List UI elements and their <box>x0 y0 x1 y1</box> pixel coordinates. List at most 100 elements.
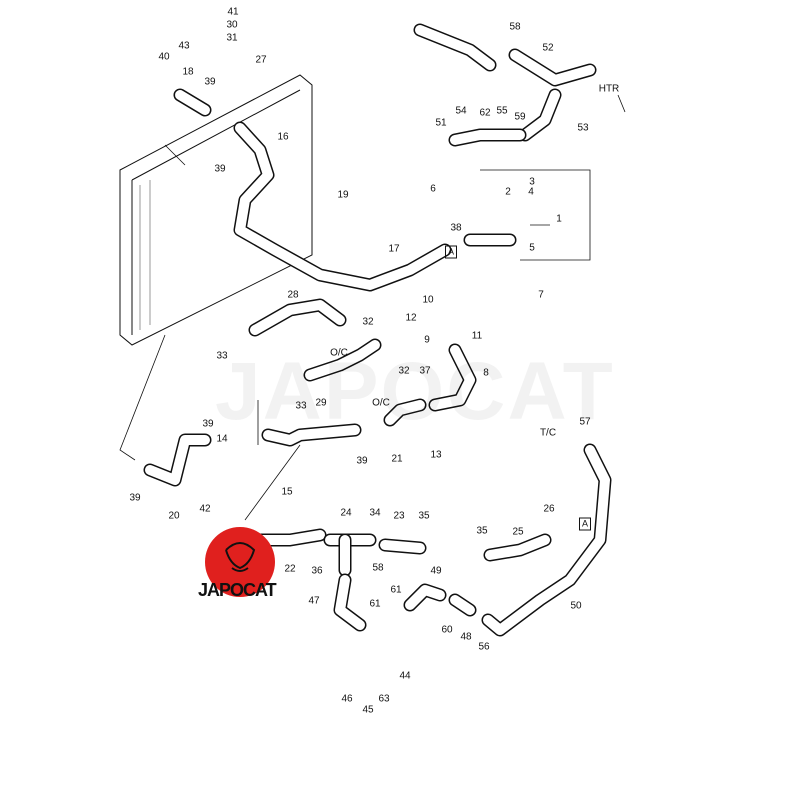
callout-34: 34 <box>369 507 381 519</box>
callout-11: 11 <box>471 330 483 342</box>
callout-a: A <box>444 245 458 259</box>
callout-43: 43 <box>178 40 190 52</box>
hose-20 <box>450 595 475 615</box>
callout-16: 16 <box>277 131 289 143</box>
callout-42: 42 <box>199 503 211 515</box>
callout-53: 53 <box>577 122 589 134</box>
callout-30: 30 <box>226 19 238 31</box>
hose-4 <box>520 90 560 140</box>
callout-23: 23 <box>393 510 405 522</box>
callout-39: 39 <box>204 76 216 88</box>
hose-2 <box>415 25 495 70</box>
callout-19: 19 <box>337 189 349 201</box>
callout-49: 49 <box>430 565 442 577</box>
hose-1 <box>233 121 452 292</box>
callout-31: 31 <box>226 32 238 44</box>
callout-33: 33 <box>295 400 307 412</box>
hose-9 <box>430 345 475 410</box>
callout-39: 39 <box>356 455 368 467</box>
hose-3 <box>510 50 595 85</box>
hose-10 <box>385 400 425 425</box>
hose-18 <box>335 575 365 630</box>
callout-58: 58 <box>509 21 521 33</box>
callout-tc: T/C <box>539 427 557 439</box>
callout-5: 5 <box>529 242 535 254</box>
callout-39: 39 <box>202 418 214 430</box>
leader-lines <box>119 94 626 521</box>
callout-61: 61 <box>390 584 402 596</box>
callout-1: 1 <box>556 213 562 225</box>
callout-18: 18 <box>182 66 194 78</box>
callout-8: 8 <box>483 367 489 379</box>
callout-47: 47 <box>308 595 320 607</box>
hose-1 <box>235 123 450 290</box>
callout-29: 29 <box>315 397 327 409</box>
callout-61: 61 <box>369 598 381 610</box>
callout-4: 4 <box>528 186 534 198</box>
callout-10: 10 <box>422 294 434 306</box>
callout-39: 39 <box>214 163 226 175</box>
radiator <box>119 74 313 346</box>
callout-27: 27 <box>255 54 267 66</box>
callout-oc: O/C <box>372 397 390 409</box>
callout-52: 52 <box>542 42 554 54</box>
callout-21: 21 <box>391 453 403 465</box>
callout-33: 33 <box>216 350 228 362</box>
callout-39: 39 <box>129 492 141 504</box>
hose-0 <box>175 90 210 115</box>
hose-12 <box>263 425 360 445</box>
callout-a: A <box>578 517 592 531</box>
callout-17: 17 <box>388 243 400 255</box>
hose-19 <box>405 585 445 610</box>
callout-55: 55 <box>496 105 508 117</box>
callout-32: 32 <box>362 316 374 328</box>
watermark: JAPOCAT <box>215 346 615 437</box>
callout-41: 41 <box>227 6 239 18</box>
hoses <box>143 23 612 637</box>
callout-56: 56 <box>478 641 490 653</box>
hose-5 <box>450 130 525 145</box>
hose-7 <box>250 300 345 335</box>
callout-3: 3 <box>529 176 535 188</box>
callout-14: 14 <box>216 433 228 445</box>
hose-8 <box>305 340 380 380</box>
callout-12: 12 <box>405 312 417 324</box>
callout-20: 20 <box>168 510 180 522</box>
callout-13: 13 <box>430 449 442 461</box>
callout-35: 35 <box>476 525 488 537</box>
callout-2: 2 <box>505 186 511 198</box>
callout-7: 7 <box>538 289 544 301</box>
callout-35: 35 <box>418 510 430 522</box>
callout-32: 32 <box>398 365 410 377</box>
callout-48: 48 <box>460 631 472 643</box>
callout-62: 62 <box>479 107 491 119</box>
callout-26: 26 <box>543 503 555 515</box>
callout-40: 40 <box>158 51 170 63</box>
callout-28: 28 <box>287 289 299 301</box>
callout-54: 54 <box>455 105 467 117</box>
callout-22: 22 <box>284 563 296 575</box>
callout-oc: O/C <box>330 347 348 359</box>
callout-36: 36 <box>311 565 323 577</box>
hose-13 <box>255 530 325 545</box>
logo <box>205 527 275 597</box>
hose-16 <box>380 540 425 553</box>
callout-45: 45 <box>362 704 374 716</box>
callout-51: 51 <box>435 117 447 129</box>
hose-11 <box>145 435 210 485</box>
callout-63: 63 <box>378 693 390 705</box>
callout-htr: HTR <box>598 83 620 95</box>
callout-60: 60 <box>441 624 453 636</box>
callout-50: 50 <box>570 600 582 612</box>
callout-57: 57 <box>579 416 591 428</box>
callout-25: 25 <box>512 526 524 538</box>
hose-17 <box>485 535 550 560</box>
callout-6: 6 <box>430 183 436 195</box>
callout-44: 44 <box>399 670 411 682</box>
callout-46: 46 <box>341 693 353 705</box>
callout-38: 38 <box>450 222 462 234</box>
logo-emblem <box>205 527 275 597</box>
callout-37: 37 <box>419 365 431 377</box>
